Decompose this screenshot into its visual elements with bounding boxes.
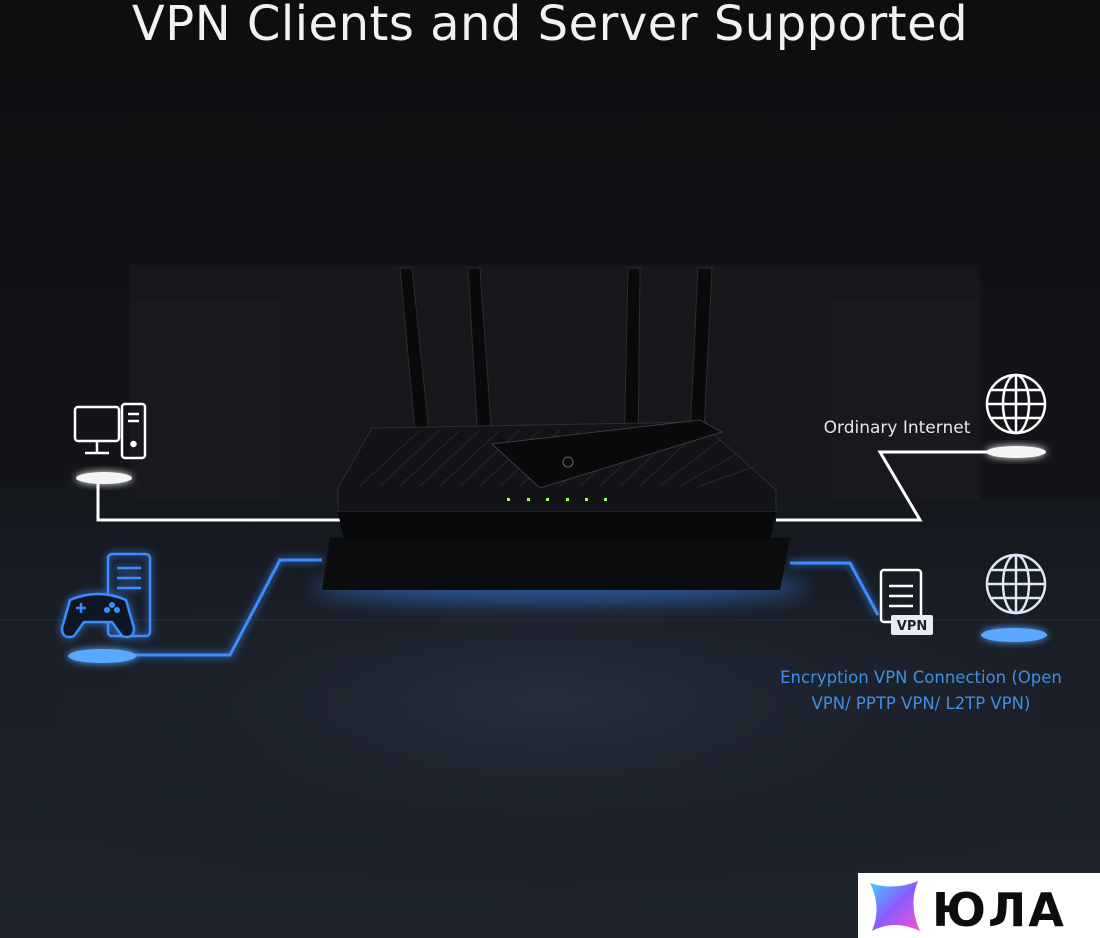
logo-text: ЮЛА [932,883,1066,937]
vpn-server-icon: VPN [879,568,933,635]
game-console-icon [60,552,152,639]
encryption-label-line2: VPN/ PPTP VPN/ L2TP VPN) [811,694,1031,713]
computer-pad [76,472,132,484]
ordinary-path-left [96,482,340,522]
page-title: VPN Clients and Server Supported [131,0,969,52]
vpn-path-left [112,558,322,657]
encryption-label-line1: Encryption VPN Connection (Open [780,668,1062,687]
logo-star-icon [870,881,920,931]
vpn-badge-text: VPN [897,619,927,634]
ordinary-path-right [776,450,1010,522]
globe-icon [985,373,1047,435]
router-icon [310,267,810,602]
vpn-path-right [790,561,880,616]
globe-icon [985,553,1047,615]
globe-pad-top [986,446,1046,458]
ordinary-internet-label: Ordinary Internet [823,418,971,438]
desktop-computer-icon [73,402,147,460]
globe-pad-bottom [981,628,1047,642]
watermark-logo: ЮЛА [858,873,1100,938]
console-pad [68,649,136,663]
encryption-vpn-label: Encryption VPN Connection (Open VPN/ PPT… [766,665,1076,717]
